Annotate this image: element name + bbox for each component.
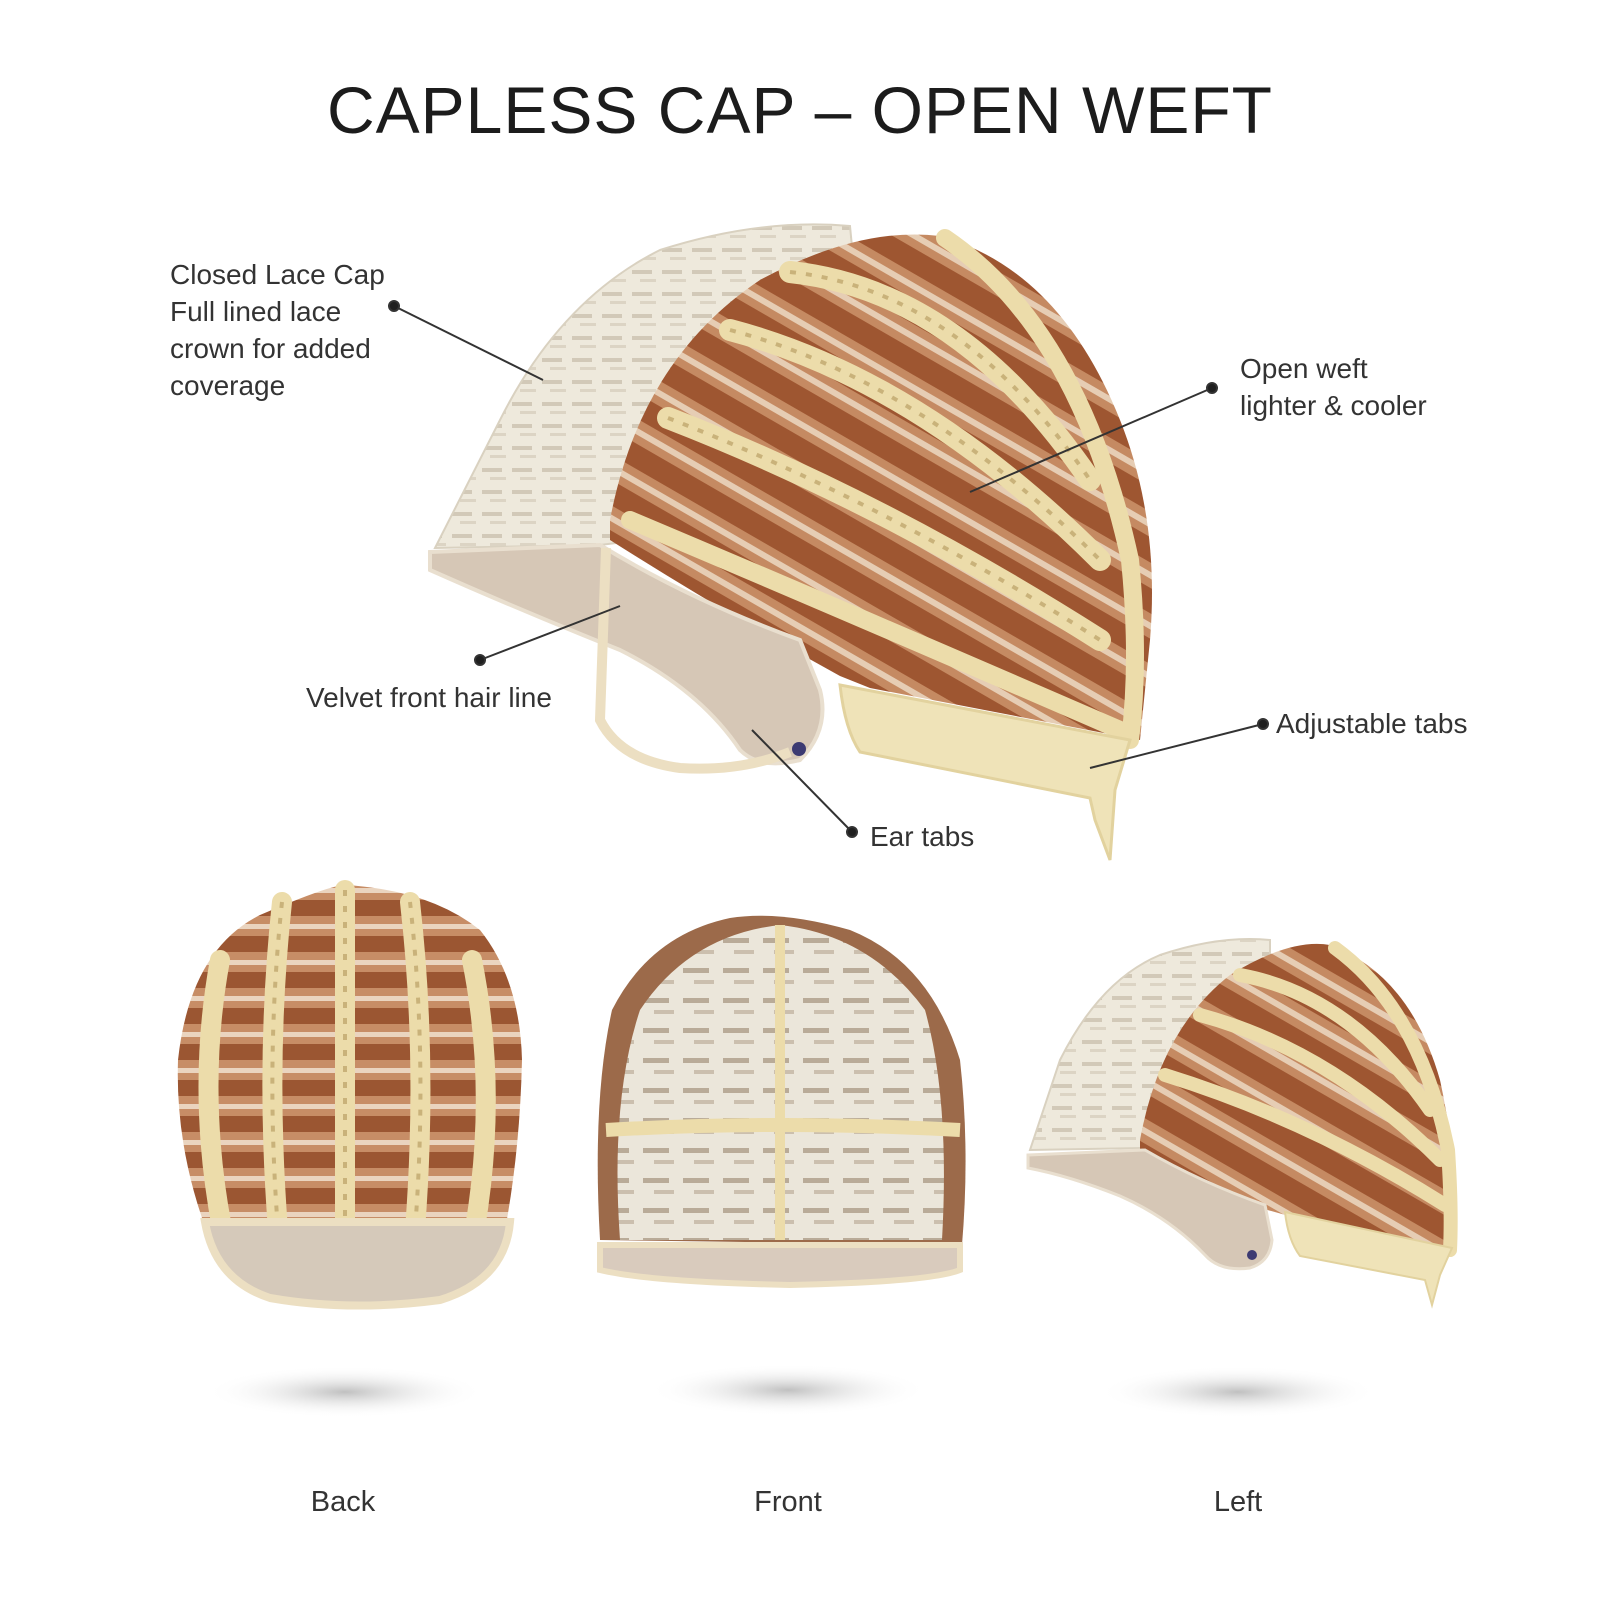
adjustable-tab-strip bbox=[838, 683, 1132, 861]
closed-lace-line-3: crown for added bbox=[170, 333, 371, 364]
closed-lace-line-4: coverage bbox=[170, 370, 286, 401]
front-view-cap bbox=[597, 915, 966, 1289]
closed-lace-line-1: Closed Lace Cap bbox=[170, 259, 385, 290]
ear-tabs-leader bbox=[751, 729, 858, 838]
back-view-label: Back bbox=[310, 1486, 376, 1518]
front-view-label: Front bbox=[754, 1486, 822, 1518]
closed-lace-line-2: Full lined lace bbox=[170, 296, 342, 327]
open-weft-line-2: lighter & cooler bbox=[1240, 390, 1427, 421]
ear-tabs-label: Ear tabs bbox=[870, 821, 975, 852]
closed-lace-cap-label: Closed Lace Cap Full lined lace crown fo… bbox=[170, 256, 385, 404]
left-view-label: Left bbox=[1213, 1486, 1263, 1518]
front-shadow bbox=[648, 1364, 928, 1416]
closed-lace-leader bbox=[388, 300, 544, 381]
left-ear-tab-button bbox=[1247, 1250, 1257, 1260]
left-view-cap bbox=[1026, 938, 1458, 1309]
adjustable-leader bbox=[1089, 718, 1269, 769]
velvet-front-label: Velvet front hair line bbox=[306, 682, 552, 713]
open-weft-label: Open weft lighter & cooler bbox=[1240, 350, 1427, 424]
main-cap bbox=[428, 223, 1152, 861]
adjustable-tabs-label: Adjustable tabs bbox=[1276, 708, 1468, 739]
page-title: CAPLESS CAP – OPEN WEFT bbox=[326, 73, 1274, 147]
left-shadow bbox=[1098, 1366, 1378, 1418]
open-weft-line-1: Open weft bbox=[1240, 353, 1368, 384]
weft-band-dots bbox=[667, 270, 1102, 642]
back-shadow bbox=[205, 1366, 485, 1418]
back-view-cap bbox=[177, 880, 522, 1310]
open-weft-leader bbox=[969, 382, 1218, 493]
ear-tab-button bbox=[792, 742, 806, 756]
velvet-leader bbox=[474, 605, 621, 666]
weft-area bbox=[610, 234, 1152, 740]
